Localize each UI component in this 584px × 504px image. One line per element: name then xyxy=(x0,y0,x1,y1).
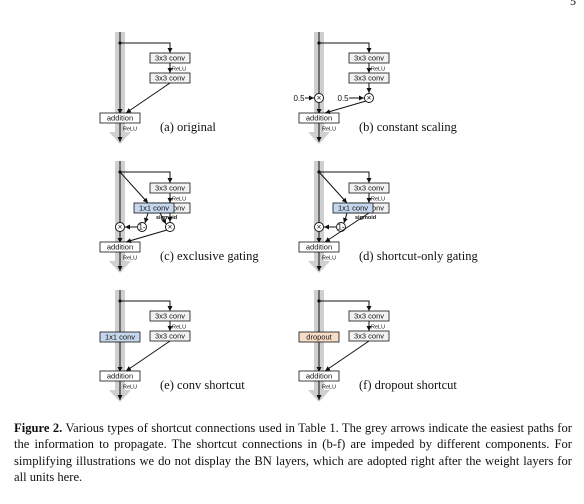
merge-line xyxy=(324,100,367,114)
dropout-box xyxy=(298,331,340,343)
branch-line xyxy=(120,42,173,53)
addition-box-label: addition xyxy=(306,372,332,381)
multiply-node xyxy=(165,222,175,232)
merge-line xyxy=(125,340,171,372)
merge-line xyxy=(125,229,168,243)
conv3x3-box-label: 3x3 conv xyxy=(354,332,384,341)
multiply-node-symbol: × xyxy=(367,94,372,103)
conv3x3-box-label: 3x3 conv xyxy=(354,184,384,193)
branch-line xyxy=(120,171,173,183)
one-minus-node xyxy=(137,222,147,232)
gate-line xyxy=(343,212,348,224)
relu-label: ReLU xyxy=(371,197,385,203)
figure-caption-text: Various types of shortcut connections us… xyxy=(14,421,572,485)
gate-input-line xyxy=(318,171,348,204)
relu-label: ReLU xyxy=(123,385,137,391)
conv3x3-box-label: 3x3 conv xyxy=(155,312,185,321)
addition-box-label: addition xyxy=(306,114,332,123)
multiply-node xyxy=(314,93,324,103)
branch-line xyxy=(319,171,372,183)
relu-label: ReLU xyxy=(172,325,186,331)
multiply-node-symbol: × xyxy=(317,94,322,103)
multiply-node xyxy=(314,222,324,232)
conv1x1-box xyxy=(133,202,175,214)
relu-label: ReLU xyxy=(322,385,336,391)
conv1x1-box xyxy=(332,202,374,214)
sigmoid-label: sigmoid xyxy=(355,215,376,221)
scale-label: 0.5 xyxy=(293,94,305,103)
branch-line xyxy=(319,300,372,311)
conv3x3-box-label: 3x3 conv xyxy=(155,332,185,341)
multiply-node xyxy=(364,93,374,103)
panel-caption-d: (d) shortcut-only gating xyxy=(359,249,478,263)
multiply-node xyxy=(115,222,125,232)
sigmoid-label: sigmoid xyxy=(156,215,177,221)
addition-box-label: addition xyxy=(107,114,133,123)
gate-line xyxy=(159,212,167,225)
branch-line xyxy=(120,300,173,311)
conv3x3-box-label: 3x3 conv xyxy=(155,74,185,83)
branch-line xyxy=(319,42,372,53)
conv3x3-box-label: 3x3 conv xyxy=(354,54,384,63)
dropout-box-label: dropout xyxy=(306,333,332,342)
panel-caption-e: (e) conv shortcut xyxy=(160,378,245,392)
conv3x3-box-label: 3x3 conv xyxy=(354,312,384,321)
relu-label: ReLU xyxy=(322,256,336,262)
one-minus-node-symbol: 1- xyxy=(138,223,145,232)
relu-label: ReLU xyxy=(123,127,137,133)
panel-caption-c: (c) exclusive gating xyxy=(160,249,259,263)
conv3x3-box-label: 3x3 conv xyxy=(155,54,185,63)
panel-caption-b: (b) constant scaling xyxy=(359,120,458,134)
conv1x1-box-label: 1x1 conv xyxy=(105,333,135,342)
conv3x3-box-label: 3x3 conv xyxy=(155,184,185,193)
gate-line xyxy=(144,212,149,224)
merge-line xyxy=(324,212,370,243)
relu-label: ReLU xyxy=(172,67,186,73)
conv1x1-box-label: 1x1 conv xyxy=(338,204,368,213)
gate-input-line xyxy=(119,171,149,204)
relu-label: ReLU xyxy=(371,325,385,331)
conv1x1-box-label: 1x1 conv xyxy=(139,204,169,213)
scale-label: 0.5 xyxy=(337,94,349,103)
multiply-node-symbol: × xyxy=(168,223,173,232)
relu-label: ReLU xyxy=(371,67,385,73)
multiply-node-symbol: × xyxy=(118,223,123,232)
figure-label: Figure 2. xyxy=(14,421,63,435)
relu-label: ReLU xyxy=(322,127,336,133)
figure-caption: Figure 2. Various types of shortcut conn… xyxy=(14,420,572,486)
conv3x3-box-label: 3x3 conv xyxy=(354,74,384,83)
merge-line xyxy=(125,82,171,114)
addition-box-label: addition xyxy=(306,243,332,252)
multiply-node-symbol: × xyxy=(317,223,322,232)
addition-box-label: addition xyxy=(107,243,133,252)
relu-label: ReLU xyxy=(172,197,186,203)
panel-caption-a: (a) original xyxy=(160,120,216,134)
panel-caption-f: (f) dropout shortcut xyxy=(359,378,457,392)
addition-box-label: addition xyxy=(107,372,133,381)
merge-line xyxy=(324,340,370,372)
relu-label: ReLU xyxy=(123,256,137,262)
conv1x1-box xyxy=(99,331,141,343)
one-minus-node-symbol: 1- xyxy=(337,223,344,232)
page-number: 5 xyxy=(570,0,576,8)
